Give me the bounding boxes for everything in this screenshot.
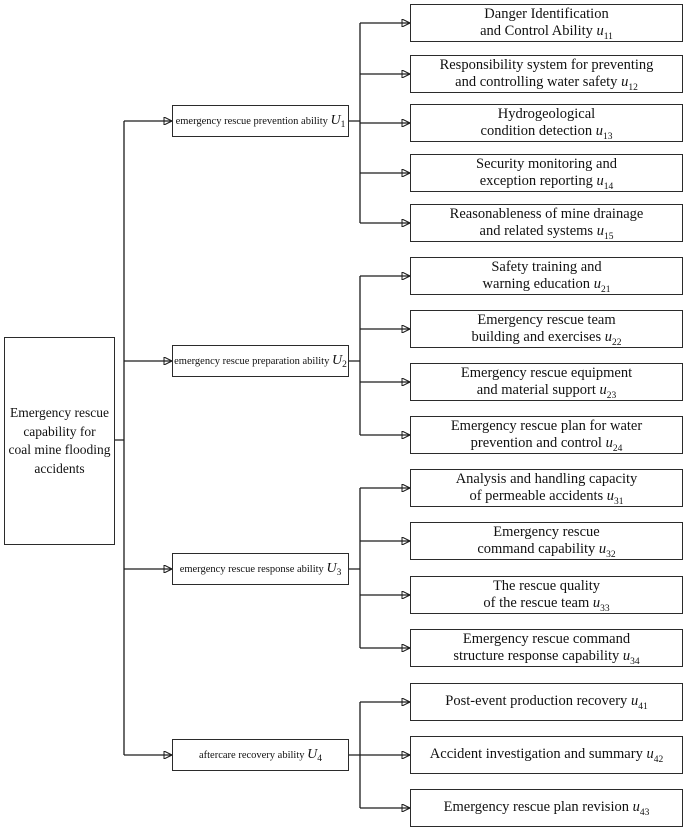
node-symbol: U2	[331, 353, 347, 371]
leaf-node-u42: Accident investigation and summary u42	[410, 736, 683, 774]
node-subscript: 12	[628, 82, 638, 93]
node-symbol: u33	[592, 595, 610, 614]
node-symbol: u12	[621, 74, 638, 93]
node-subscript: 4	[317, 754, 322, 765]
node-subscript: 41	[638, 702, 648, 713]
node-subscript: 33	[600, 603, 610, 614]
leaf-node-u41: Post-event production recovery u41	[410, 683, 683, 721]
node-subscript: 24	[612, 443, 623, 454]
node-symbol: u22	[604, 329, 622, 348]
node-symbol: u34	[622, 648, 640, 667]
branch-node-U4: aftercare recovery ability U4	[172, 739, 349, 771]
node-subscript: 3	[336, 568, 342, 579]
node-symbol: U1	[330, 113, 346, 131]
node-subscript: 11	[603, 31, 613, 42]
node-symbol: U4	[307, 747, 322, 765]
branch-label: emergency rescue response ability U3	[179, 561, 342, 579]
node-symbol: u43	[632, 799, 650, 819]
node-subscript: 34	[630, 656, 640, 667]
node-symbol: u32	[598, 541, 616, 560]
node-symbol: u41	[630, 693, 648, 713]
branch-node-U1: emergency rescue prevention ability U1	[172, 105, 349, 137]
node-symbol: U3	[326, 561, 342, 579]
node-subscript: 42	[653, 755, 664, 766]
node-subscript: 22	[612, 337, 622, 348]
leaf-label: Post-event production recovery u41	[445, 693, 648, 713]
node-subscript: 32	[606, 549, 616, 560]
node-subscript: 13	[602, 131, 613, 142]
connector-group1-spine	[349, 23, 361, 223]
node-symbol: u31	[606, 488, 624, 507]
node-symbol: u21	[593, 276, 611, 295]
branch-label: aftercare recovery ability U4	[198, 747, 322, 765]
node-subscript: 1	[340, 120, 346, 131]
node-symbol: u23	[599, 382, 617, 401]
node-symbol: u15	[596, 223, 614, 242]
leaf-label: Emergency rescue plan revision u43	[443, 799, 650, 819]
node-subscript: 43	[639, 808, 650, 819]
branch-node-U2: emergency rescue preparation ability U2	[172, 345, 349, 377]
connector-root-trunk	[115, 121, 125, 755]
connector-group3-spine	[349, 488, 361, 648]
node-symbol: u11	[596, 23, 613, 42]
node-symbol: u13	[595, 123, 613, 142]
branch-label: emergency rescue preparation ability U2	[174, 353, 347, 371]
node-subscript: 31	[614, 496, 624, 507]
node-subscript: 14	[603, 181, 614, 192]
leaf-node-u43: Emergency rescue plan revision u43	[410, 789, 683, 827]
root-node: Emergency rescue capability for coal min…	[4, 337, 115, 545]
root-label: Emergency rescue capability for coal min…	[8, 405, 111, 476]
node-symbol: u24	[605, 435, 623, 454]
connector-group4-spine	[349, 702, 361, 808]
node-subscript: 15	[603, 231, 614, 242]
branch-node-U3: emergency rescue response ability U3	[172, 553, 349, 585]
connector-group2-spine	[349, 276, 361, 435]
branch-label: emergency rescue prevention ability U1	[175, 113, 346, 131]
node-subscript: 21	[600, 284, 611, 295]
leaf-label: Accident investigation and summary u42	[429, 746, 664, 766]
node-subscript: 2	[342, 360, 347, 371]
node-symbol: u42	[646, 746, 664, 766]
node-symbol: u14	[596, 173, 614, 192]
node-subscript: 23	[606, 390, 617, 401]
